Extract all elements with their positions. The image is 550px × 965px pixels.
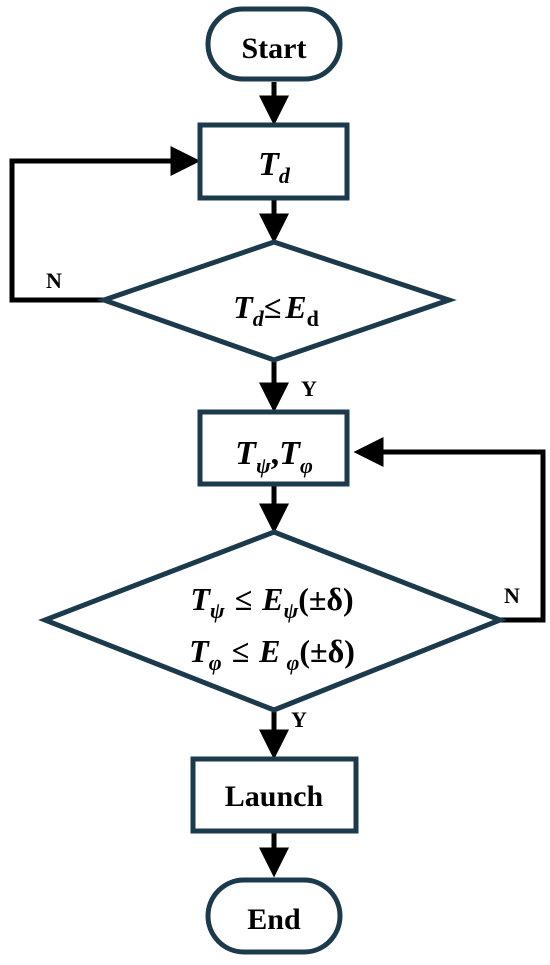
decision1-label: Td≤Ed [233,289,319,331]
decision2-yes-label: Y [291,707,307,732]
tangles-process-box [197,409,350,487]
decision2-no-label: N [504,583,520,608]
decision1-no-label: N [46,268,62,293]
end-terminal [205,877,343,955]
decision1-yes-label: Y [301,376,317,401]
launch-label: Launch [225,780,324,813]
td-process-label: Td [258,146,291,188]
decision2-diamond [38,529,507,713]
end-label: End [247,903,301,936]
arrow-decision2-no-loop [353,437,546,623]
tangles-process-label: Tψ,Tφ [235,435,313,478]
arrow-decision1-no-loop [9,146,201,303]
start-terminal [205,6,343,82]
launch-process-box [190,756,359,834]
decision2-line1: Tψ≤Eψ(±δ) [190,581,353,623]
start-label: Start [242,32,307,65]
decision1-diamond [96,239,457,363]
td-process-box [197,122,350,201]
